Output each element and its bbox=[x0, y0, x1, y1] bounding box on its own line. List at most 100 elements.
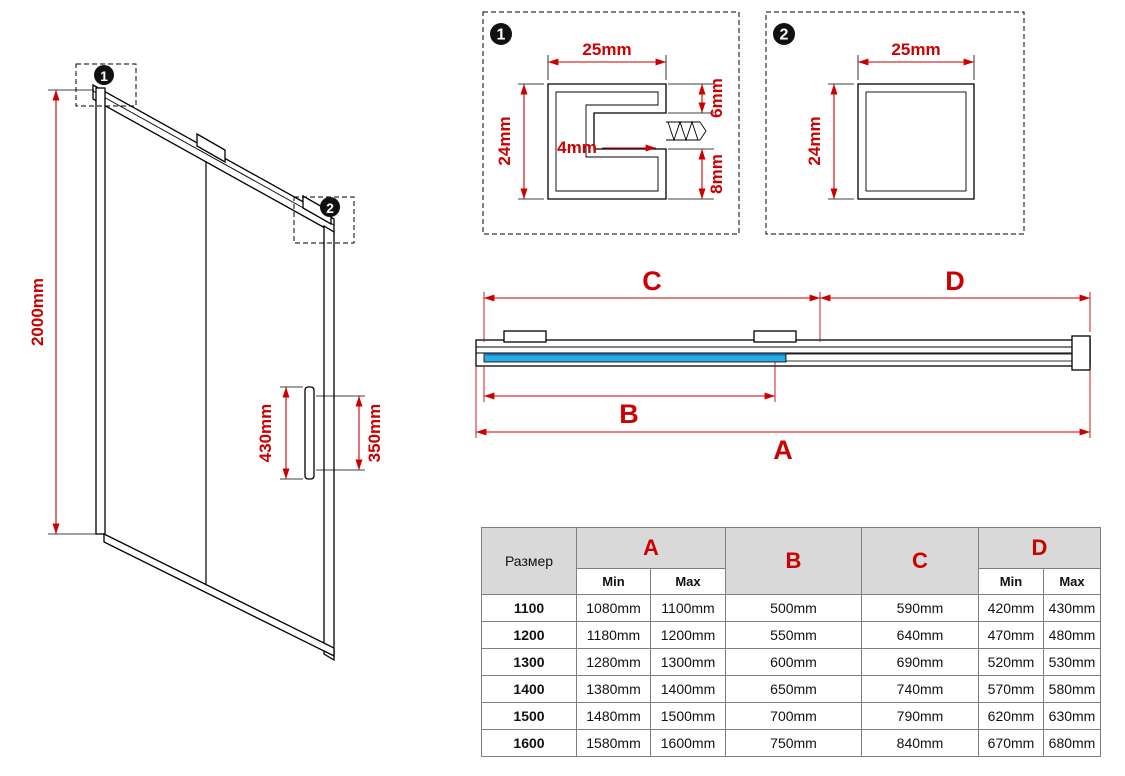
col-header-c: C bbox=[861, 527, 979, 595]
anchor-screw-icon bbox=[666, 120, 707, 142]
detail-1-box bbox=[482, 11, 740, 235]
b-value: 500mm bbox=[725, 594, 862, 622]
d-min-value: 420mm bbox=[978, 594, 1044, 622]
table-row: 1200 1180mm 1200mm 550mm 640mm 470mm 480… bbox=[481, 621, 1101, 649]
detail-2-square-profile: 2 25mm 24mm bbox=[765, 11, 1025, 235]
right-side-profile bbox=[323, 224, 335, 662]
size-value: 1100 bbox=[481, 594, 577, 622]
handle-holes-label: 350mm bbox=[365, 404, 384, 463]
c-value: 790mm bbox=[861, 702, 979, 730]
bottom-rail bbox=[103, 532, 335, 658]
callout-1-badge bbox=[94, 65, 114, 85]
d2-width-label: 25mm bbox=[891, 40, 940, 59]
left-wall-profile bbox=[95, 87, 106, 535]
door-isometric-drawing: 1 2 2000mm 430mm 350mm bbox=[28, 63, 384, 662]
detail-2-badge bbox=[773, 23, 795, 45]
size-value: 1300 bbox=[481, 648, 577, 676]
d1-slot-label: 4mm bbox=[557, 138, 597, 157]
c-value: 690mm bbox=[861, 648, 979, 676]
d-min-value: 470mm bbox=[978, 621, 1044, 649]
detail-2-number: 2 bbox=[780, 27, 789, 44]
c-value: 740mm bbox=[861, 675, 979, 703]
d-max-value: 630mm bbox=[1043, 702, 1101, 730]
a-min-value: 1580mm bbox=[576, 729, 651, 757]
a-max-value: 1300mm bbox=[650, 648, 726, 676]
callout-1-box bbox=[75, 63, 137, 107]
a-max-value: 1400mm bbox=[650, 675, 726, 703]
col-header-b: B bbox=[725, 527, 862, 595]
dim-c-label: C bbox=[642, 266, 662, 296]
roller-carriage-2 bbox=[753, 330, 797, 343]
a-max-value: 1600mm bbox=[650, 729, 726, 757]
b-value: 600mm bbox=[725, 648, 862, 676]
a-max-value: 1500mm bbox=[650, 702, 726, 730]
size-table: Размер A B C D Min Max Min Max 1100 1080… bbox=[481, 527, 1101, 757]
a-max-header: Max bbox=[650, 568, 726, 595]
wall-profile-inner bbox=[555, 91, 659, 192]
d1-height-label: 24mm bbox=[495, 116, 514, 165]
size-value: 1500 bbox=[481, 702, 577, 730]
top-rail bbox=[92, 83, 335, 235]
d2-height-label: 24mm bbox=[805, 116, 824, 165]
table-header-row-1: Размер A B C D bbox=[481, 527, 1101, 595]
fixed-glass-panel bbox=[785, 353, 1073, 362]
detail-1-wall-profile: 1 25mm 24mm 6mm bbox=[482, 11, 740, 235]
section-plan-view: C D B A bbox=[475, 266, 1091, 465]
c-value: 640mm bbox=[861, 621, 979, 649]
door-height-label: 2000mm bbox=[28, 278, 47, 346]
d-min-value: 570mm bbox=[978, 675, 1044, 703]
b-value: 750mm bbox=[725, 729, 862, 757]
table-row: 1300 1280mm 1300mm 600mm 690mm 520mm 530… bbox=[481, 648, 1101, 676]
a-min-value: 1280mm bbox=[576, 648, 651, 676]
d-min-value: 670mm bbox=[978, 729, 1044, 757]
dim-a-label: A bbox=[773, 435, 793, 465]
detail-1-badge bbox=[490, 23, 512, 45]
detail-1-number: 1 bbox=[497, 27, 506, 44]
b-value: 650mm bbox=[725, 675, 862, 703]
handle-length-label: 430mm bbox=[256, 404, 275, 463]
b-value: 550mm bbox=[725, 621, 862, 649]
table-row: 1600 1580mm 1600mm 750mm 840mm 670mm 680… bbox=[481, 729, 1101, 757]
d-max-value: 480mm bbox=[1043, 621, 1101, 649]
c-value: 590mm bbox=[861, 594, 979, 622]
wall-profile-end-cap bbox=[1071, 335, 1091, 371]
table-row: 1500 1480mm 1500mm 700mm 790mm 620mm 630… bbox=[481, 702, 1101, 730]
table-row: 1400 1380mm 1400mm 650mm 740mm 570mm 580… bbox=[481, 675, 1101, 703]
c-value: 840mm bbox=[861, 729, 979, 757]
callout-2-number: 2 bbox=[326, 200, 334, 216]
table-header-row-2: Min Max Min Max bbox=[482, 568, 1101, 595]
d-min-header: Min bbox=[978, 568, 1044, 595]
square-profile-section bbox=[857, 83, 975, 200]
d1-bottomlip-label: 8mm bbox=[707, 154, 726, 194]
dim-d-label: D bbox=[945, 266, 965, 296]
square-profile-inner bbox=[865, 91, 967, 192]
callout-2-box bbox=[293, 196, 355, 244]
d-max-value: 680mm bbox=[1043, 729, 1101, 757]
d-min-value: 520mm bbox=[978, 648, 1044, 676]
callout-2-badge bbox=[320, 197, 340, 217]
wall-profile-section bbox=[547, 83, 667, 200]
d-min-value: 620mm bbox=[978, 702, 1044, 730]
a-min-value: 1180mm bbox=[576, 621, 651, 649]
top-rail-groove bbox=[92, 90, 335, 226]
d-max-value: 430mm bbox=[1043, 594, 1101, 622]
a-max-value: 1200mm bbox=[650, 621, 726, 649]
door-handle bbox=[304, 386, 315, 480]
a-max-value: 1100mm bbox=[650, 594, 726, 622]
d1-width-label: 25mm bbox=[582, 40, 631, 59]
a-min-value: 1480mm bbox=[576, 702, 651, 730]
table-row: 1100 1080mm 1100mm 500mm 590mm 420mm 430… bbox=[481, 594, 1101, 622]
roller-bracket-1 bbox=[196, 132, 226, 164]
d1-toplip-label: 6mm bbox=[707, 78, 726, 118]
detail-2-box bbox=[765, 11, 1025, 235]
d-max-value: 580mm bbox=[1043, 675, 1101, 703]
col-header-d: D bbox=[978, 527, 1101, 569]
d-max-value: 530mm bbox=[1043, 648, 1101, 676]
size-value: 1200 bbox=[481, 621, 577, 649]
size-value: 1400 bbox=[481, 675, 577, 703]
col-header-size: Размер bbox=[481, 527, 577, 595]
dim-b-label: B bbox=[619, 399, 639, 429]
a-min-value: 1380mm bbox=[576, 675, 651, 703]
